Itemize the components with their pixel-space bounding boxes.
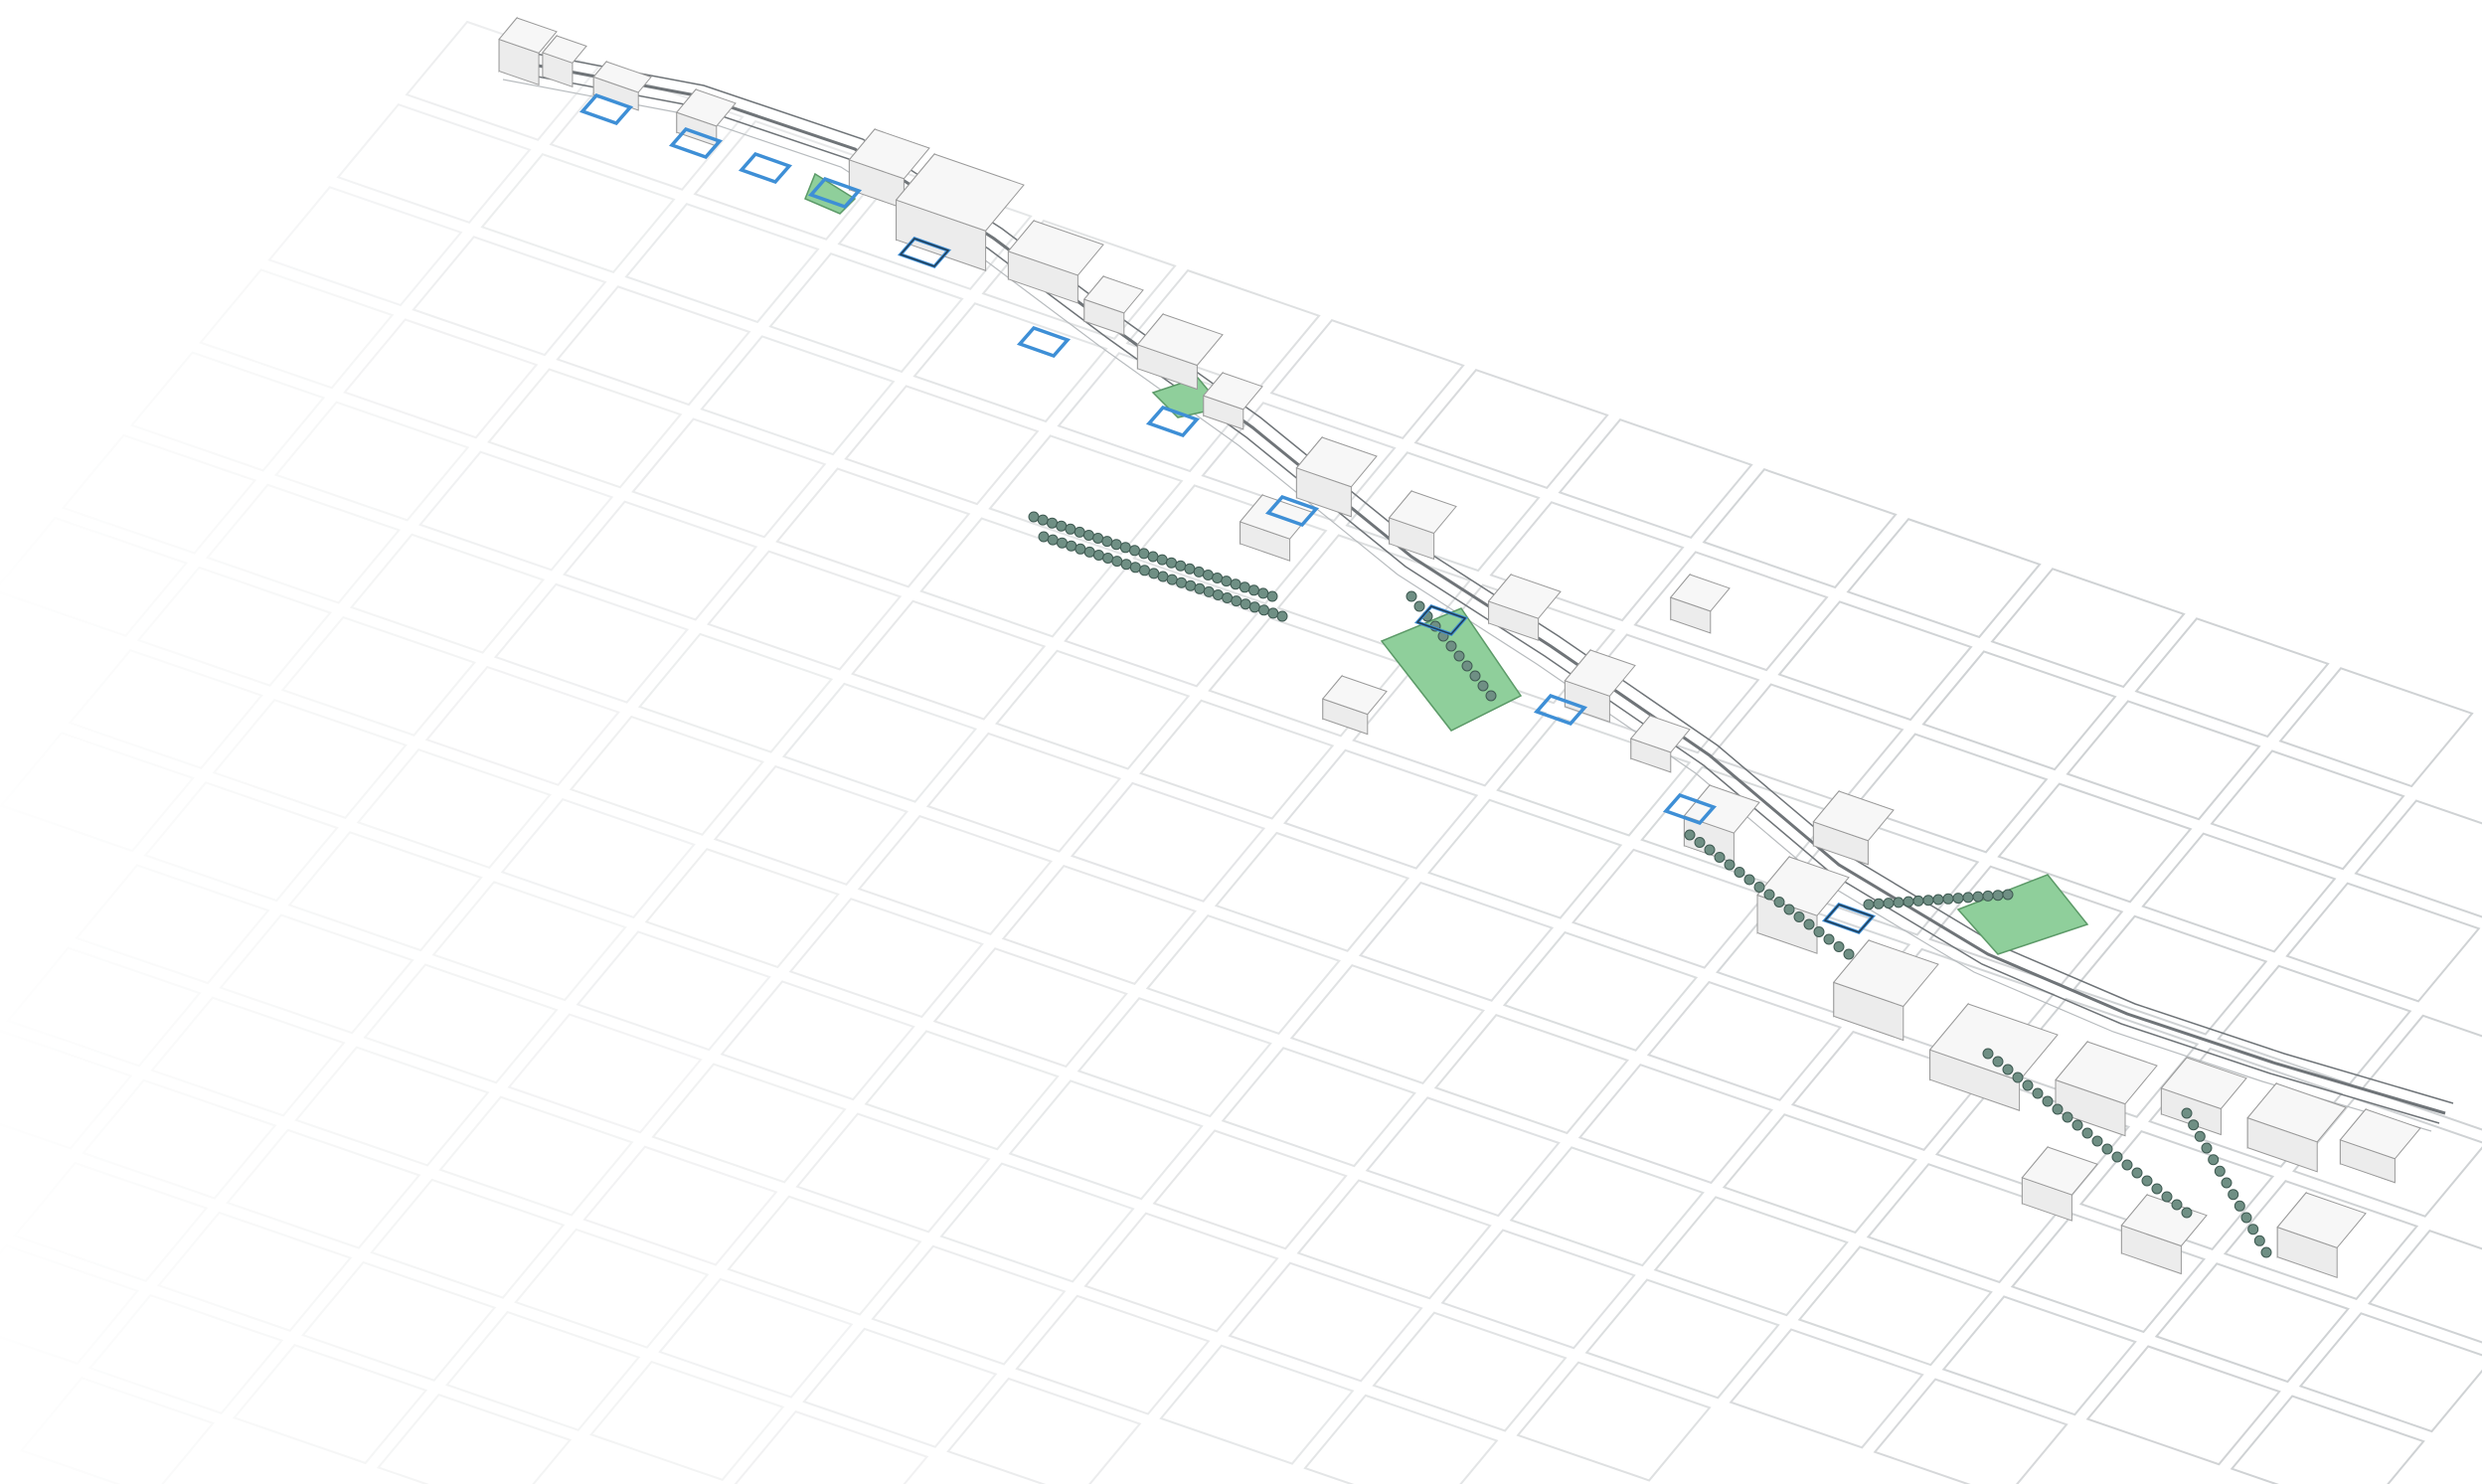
left-fade-overlay: [0, 0, 2482, 1484]
diagram-canvas: [0, 0, 2482, 1484]
axonometric-corridor-map: [0, 0, 2482, 1484]
